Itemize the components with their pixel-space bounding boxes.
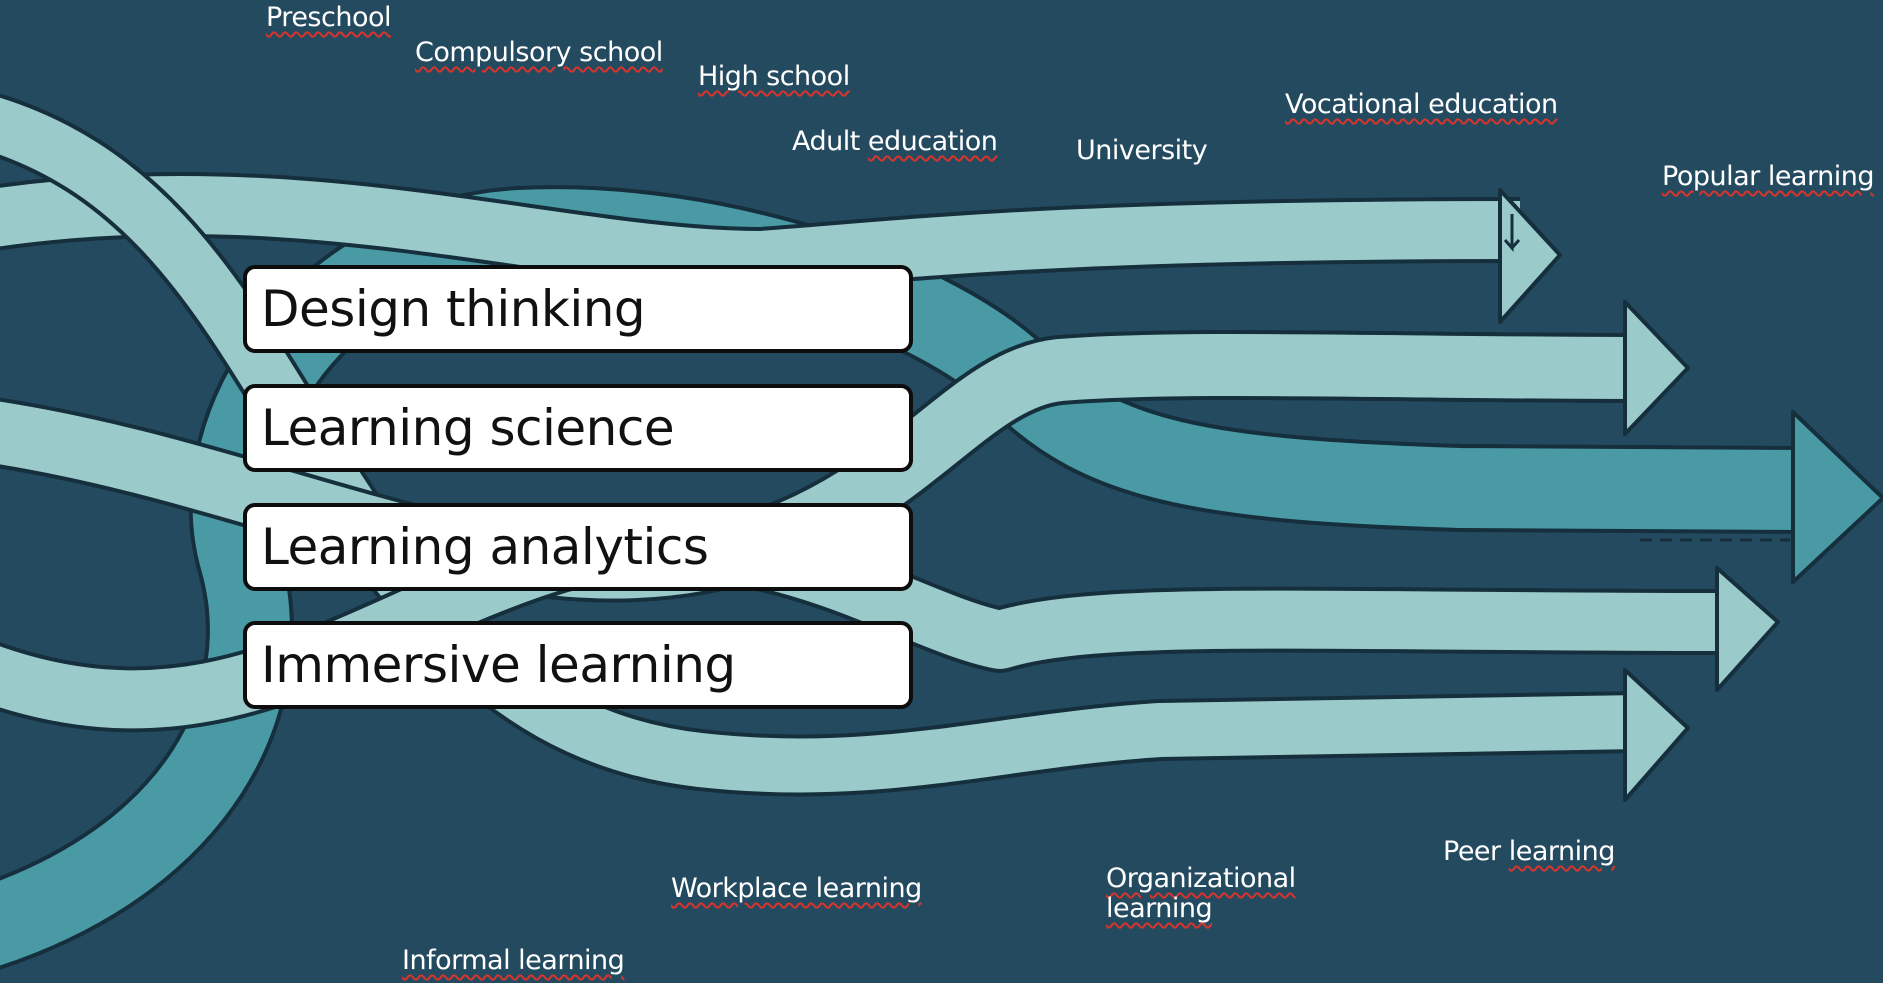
label-vocational-education: Vocational education xyxy=(1285,89,1558,120)
label-adult-education: Adult education xyxy=(792,126,998,157)
box-learning-science: Learning science xyxy=(243,384,913,472)
arrowhead-3 xyxy=(1791,410,1883,584)
arrowhead-2 xyxy=(1623,300,1690,436)
arrowhead-1 xyxy=(1498,188,1562,324)
label-preschool: Preschool xyxy=(266,2,392,33)
arrowhead-4 xyxy=(1715,566,1780,692)
box-label: Design thinking xyxy=(261,280,646,338)
label-compulsory-school: Compulsory school xyxy=(415,37,663,68)
label-peer-learning: Peer learning xyxy=(1443,836,1615,867)
box-immersive-learning: Immersive learning xyxy=(243,621,913,709)
box-design-thinking: Design thinking xyxy=(243,265,913,353)
box-label: Learning science xyxy=(261,399,675,457)
label-popular-learning: Popular learning xyxy=(1662,161,1874,192)
label-workplace-learning: Workplace learning xyxy=(671,873,922,904)
box-label: Learning analytics xyxy=(261,518,709,576)
box-learning-analytics: Learning analytics xyxy=(243,503,913,591)
label-informal-learning: Informal learning xyxy=(402,945,625,976)
label-university: University xyxy=(1076,135,1208,166)
label-high-school: High school xyxy=(698,61,850,92)
box-label: Immersive learning xyxy=(261,636,736,694)
arrowhead-5 xyxy=(1623,668,1690,802)
